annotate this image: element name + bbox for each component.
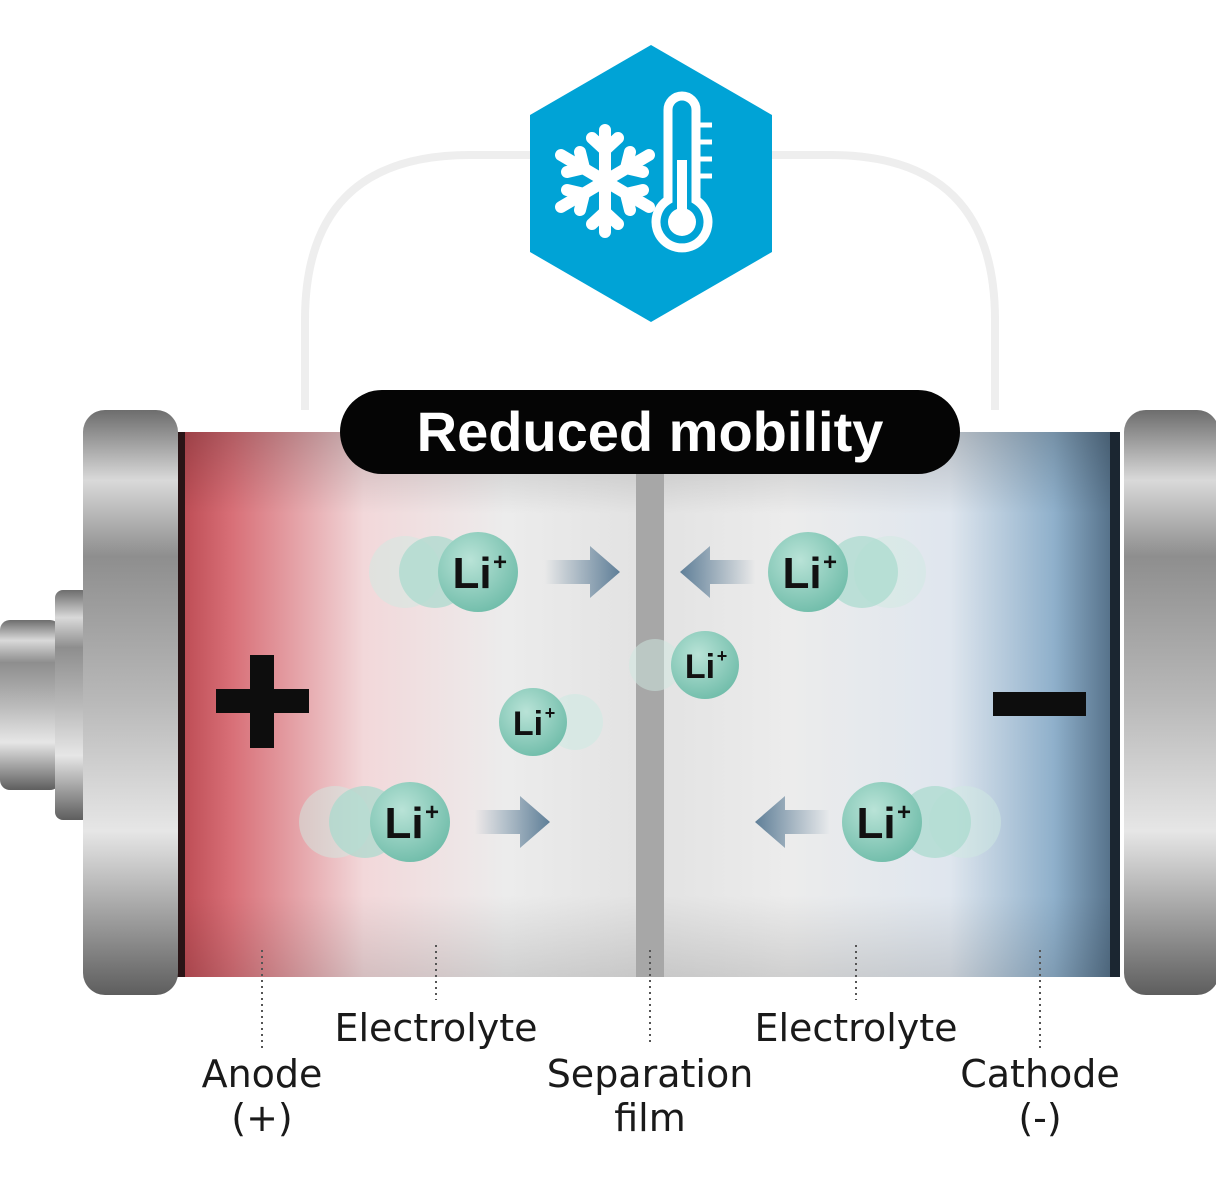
svg-text:+: + <box>493 549 507 576</box>
svg-text:Li: Li <box>685 648 715 686</box>
svg-text:Li: Li <box>384 799 423 848</box>
ion-top-right: Li + <box>768 532 926 612</box>
positive-terminal-cap <box>0 410 178 995</box>
thermometer-icon <box>651 91 713 253</box>
svg-text:+: + <box>897 799 911 826</box>
svg-text:Li: Li <box>452 549 491 598</box>
arrow-right-top <box>545 546 620 598</box>
ion-middle-separator: Li + <box>629 631 739 699</box>
svg-text:Li: Li <box>513 705 543 743</box>
ion-middle-left: Li + <box>499 688 603 756</box>
arrow-right-bottom <box>475 796 550 848</box>
arrow-left-top <box>680 546 755 598</box>
separation-film <box>636 474 664 977</box>
label-anode: Anode(+) <box>201 1052 323 1140</box>
snowflake-icon <box>555 124 655 238</box>
cold-temperature-icon <box>530 45 772 322</box>
leader-lines <box>261 945 1041 1050</box>
svg-text:Li: Li <box>856 799 895 848</box>
label-electrolyte-left: Electrolyte <box>334 1006 538 1050</box>
arrow-left-bottom <box>755 796 830 848</box>
svg-text:+: + <box>823 549 837 576</box>
minus-sign <box>993 692 1086 716</box>
ion-top-left: Li + <box>369 532 518 612</box>
label-cathode: Cathode(-) <box>960 1052 1120 1140</box>
svg-text:+: + <box>717 646 728 666</box>
svg-text:+: + <box>545 703 556 723</box>
title-banner: Reduced mobility <box>340 390 960 474</box>
svg-text:+: + <box>425 799 439 826</box>
label-electrolyte-right: Electrolyte <box>754 1006 958 1050</box>
plus-sign <box>216 655 309 748</box>
ion-bottom-right: Li + <box>842 782 1001 862</box>
svg-text:Li: Li <box>782 549 821 598</box>
negative-terminal-cap <box>1124 410 1216 995</box>
ion-bottom-left: Li + <box>299 782 450 862</box>
